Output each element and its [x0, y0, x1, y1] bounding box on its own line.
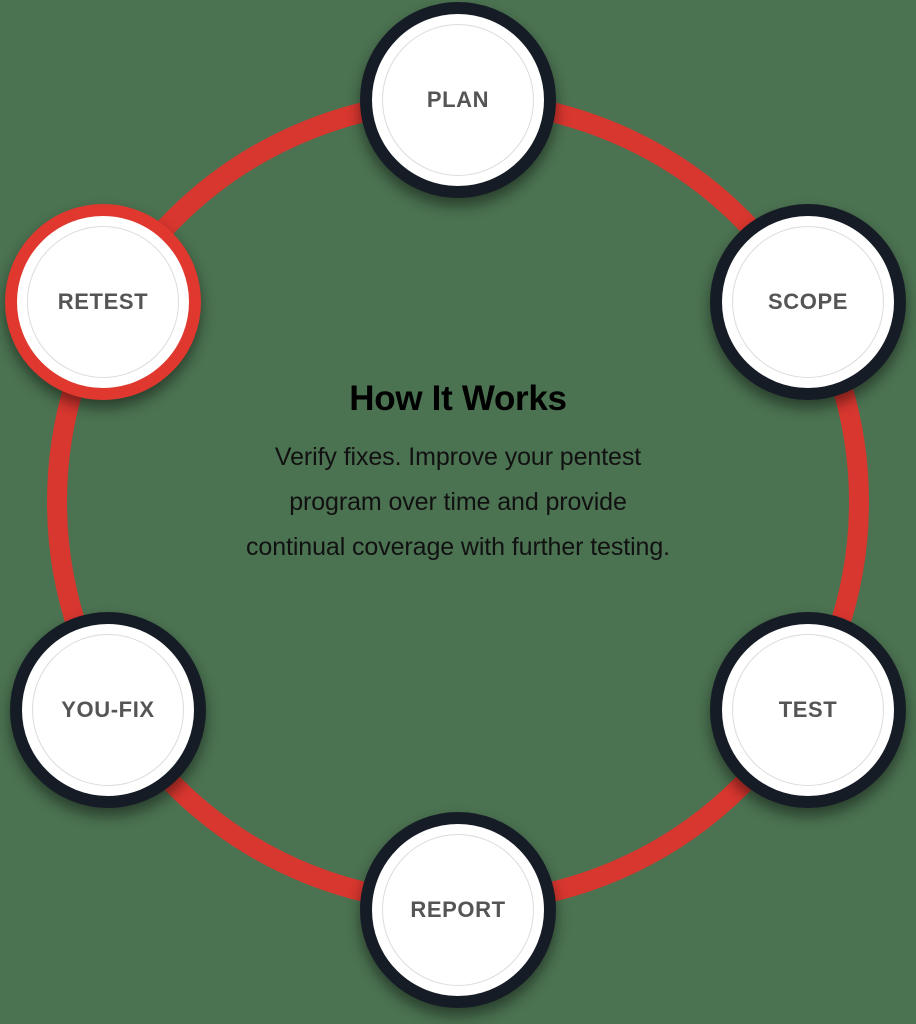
cycle-node-label-report: REPORT — [410, 897, 506, 922]
cycle-node-you-fix[interactable]: YOU-FIX — [10, 612, 206, 808]
cycle-node-label-you-fix: YOU-FIX — [61, 697, 155, 722]
page-title: How It Works — [349, 379, 567, 418]
center-caption: How It Works Verify fixes. Improve your … — [158, 379, 758, 570]
center-description-line-1: Verify fixes. Improve your pentest — [274, 442, 642, 471]
cycle-node-scope[interactable]: SCOPE — [710, 204, 906, 400]
cycle-node-test[interactable]: TEST — [710, 612, 906, 808]
cycle-node-report[interactable]: REPORT — [360, 812, 556, 1008]
center-description-line-2: program over time and provide — [289, 487, 627, 516]
cycle-node-label-scope: SCOPE — [767, 289, 849, 314]
cycle-node-label-test: TEST — [778, 697, 838, 722]
cycle-node-label-retest: RETEST — [57, 289, 149, 314]
cycle-node-retest[interactable]: RETEST — [5, 204, 201, 400]
cycle-node-label-plan: PLAN — [426, 87, 490, 112]
center-description: Verify fixes. Improve your pentest progr… — [158, 435, 758, 570]
center-description-line-3: continual coverage with further testing. — [245, 532, 670, 561]
cycle-node-plan[interactable]: PLAN — [360, 2, 556, 198]
